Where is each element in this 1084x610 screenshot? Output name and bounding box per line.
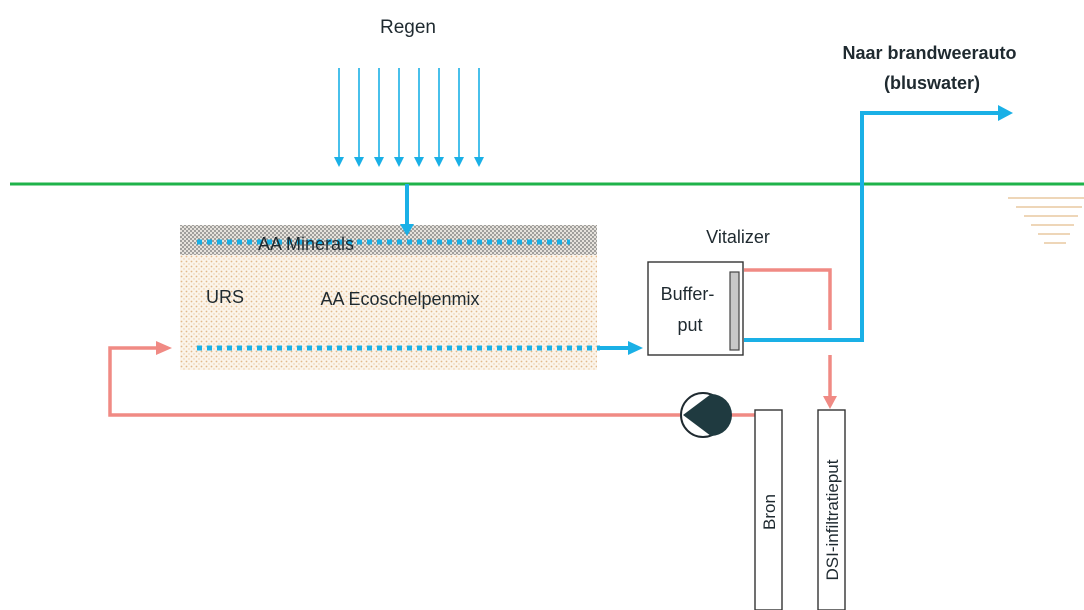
- fire-truck-label-line2: (bluswater): [884, 73, 980, 93]
- recirculation-arrowhead: [156, 341, 172, 355]
- rain-arrow: [354, 68, 364, 167]
- rain-arrow: [454, 68, 464, 167]
- rain-arrow: [334, 68, 344, 167]
- shell-mix-layer-label: AA Ecoschelpenmix: [320, 289, 479, 309]
- overflow-line: [744, 268, 832, 398]
- fire-truck-label-line1: Naar brandweerauto: [842, 43, 1016, 63]
- drain-to-buffer-arrow: [598, 341, 643, 355]
- rain-arrow: [414, 68, 424, 167]
- fire-truck-label: Naar brandweerauto (bluswater): [842, 43, 1021, 93]
- overflow-arrowhead: [823, 396, 837, 409]
- rain-arrow: [394, 68, 404, 167]
- buffer-tank: [647, 261, 744, 356]
- well-tube: [754, 409, 783, 610]
- water-level-icon: [1008, 197, 1084, 244]
- rain-arrow: [434, 68, 444, 167]
- dsi-infiltration-well-label: DSI-infiltratieput: [823, 459, 842, 580]
- vitalizer-label: Vitalizer: [706, 227, 770, 247]
- fire-water-line: [744, 105, 1013, 342]
- buffer-tank-label: Buffer- put: [661, 284, 720, 335]
- rain-arrow: [374, 68, 384, 167]
- rain-arrows: [334, 68, 484, 167]
- infiltration-arrow: [400, 184, 414, 236]
- rain-label: Regen: [380, 17, 436, 38]
- pump-icon: [680, 392, 732, 438]
- buffer-tank-label-line2: put: [677, 315, 702, 335]
- dsi-infiltration-well: [817, 409, 846, 610]
- rain-arrow: [474, 68, 484, 167]
- vitalizer-filter: [729, 271, 740, 351]
- well-label: Bron: [760, 494, 779, 530]
- buffer-tank-label-line1: Buffer-: [661, 284, 715, 304]
- urs-label: URS: [206, 287, 244, 307]
- minerals-layer-label: AA Minerals: [258, 234, 354, 254]
